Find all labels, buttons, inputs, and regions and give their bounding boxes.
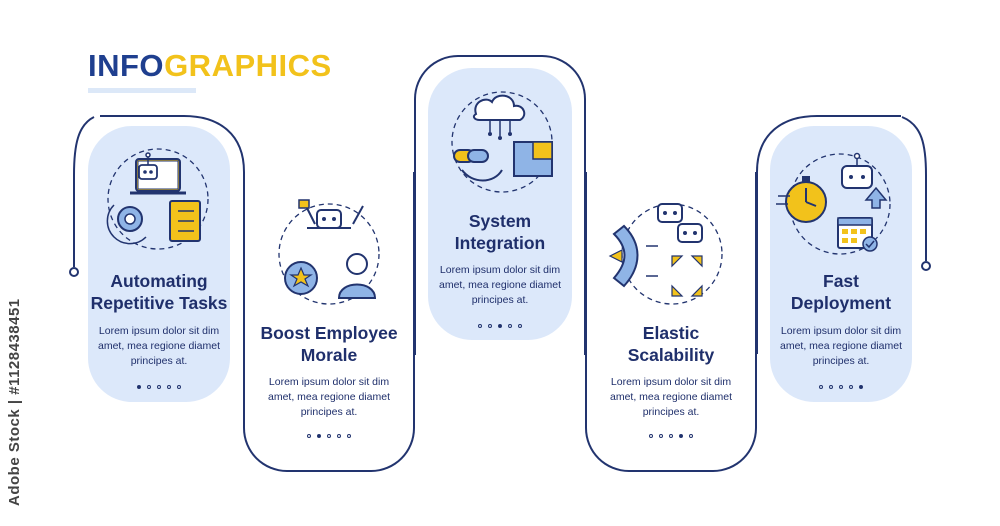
pagination-dot: [839, 385, 843, 389]
pagination-dot: [327, 434, 331, 438]
card-1-heading: Automating Repetitive Tasks: [90, 271, 228, 313]
pagination-dot: [498, 324, 502, 328]
pagination-dot: [518, 324, 522, 328]
pagination-dot: [147, 385, 151, 389]
pagination-dot: [307, 434, 311, 438]
pagination-dot: [177, 385, 181, 389]
robot-laptop-gear-checklist-icon: [106, 148, 209, 250]
card-2-heading: Boost Employee Morale: [260, 323, 398, 365]
robot-tools-person-star-icon: [278, 199, 380, 305]
card-5-heading: Fast Deployment: [790, 271, 892, 313]
pagination-dot: [669, 434, 673, 438]
card-4-body: Lorem ipsum dolor sit dim amet, mea regi…: [610, 376, 732, 418]
card-3-body: Lorem ipsum dolor sit dim amet, mea regi…: [439, 264, 561, 306]
pagination-dot: [167, 385, 171, 389]
card-1-body: Lorem ipsum dolor sit dim amet, mea regi…: [98, 325, 220, 367]
card-3-pagination: [428, 324, 572, 328]
card-5-frame: [756, 115, 901, 354]
robots-arrows-scale-icon: [608, 203, 723, 305]
pagination-dot: [849, 385, 853, 389]
pagination-dot: [679, 434, 683, 438]
pagination-dot: [137, 385, 141, 389]
infographic-title: INFOGRAPHICS: [88, 48, 332, 84]
card-1-frame: [100, 115, 245, 354]
card-5-pagination: [770, 385, 912, 389]
title-part-graphics: GRAPHICS: [164, 48, 332, 83]
pagination-dot: [508, 324, 512, 328]
card-4-heading: Elastic Scalability: [627, 323, 715, 365]
card-3-heading: System Integration: [454, 211, 546, 253]
title-underline: [88, 88, 196, 93]
stopwatch-robot-calendar-icon: [776, 152, 891, 255]
pagination-dot: [659, 434, 663, 438]
title-part-info: INFO: [88, 48, 165, 83]
pagination-dot: [157, 385, 161, 389]
cloud-chain-puzzle-icon: [451, 91, 553, 193]
card-2-pagination: [243, 434, 415, 438]
card-1-pagination: [88, 385, 230, 389]
pagination-dot: [829, 385, 833, 389]
connector-right: [901, 116, 931, 271]
pagination-dot: [689, 434, 693, 438]
pagination-dot: [478, 324, 482, 328]
pagination-dot: [337, 434, 341, 438]
stock-id-label: Adobe Stock | #1128438451: [6, 298, 23, 506]
pagination-dot: [859, 385, 863, 389]
pagination-dot: [649, 434, 653, 438]
pagination-dot: [488, 324, 492, 328]
card-2-body: Lorem ipsum dolor sit dim amet, mea regi…: [268, 376, 390, 418]
pagination-dot: [347, 434, 351, 438]
pagination-dot: [317, 434, 321, 438]
pagination-dot: [819, 385, 823, 389]
card-4-pagination: [585, 434, 757, 438]
card-5-body: Lorem ipsum dolor sit dim amet, mea regi…: [780, 325, 902, 367]
connector-left: [69, 116, 95, 277]
